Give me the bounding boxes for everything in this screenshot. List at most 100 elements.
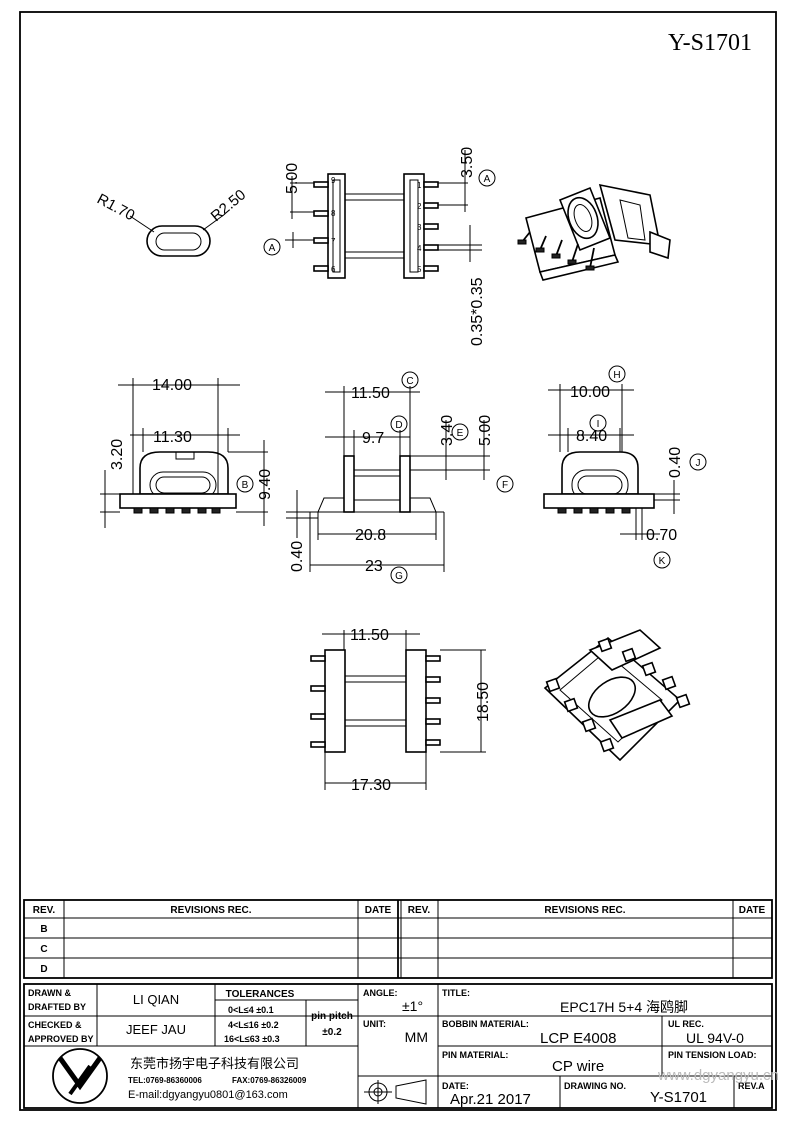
- pin-pitch-value: ±0.2: [322, 1027, 342, 1038]
- label-c: C: [406, 376, 413, 387]
- company-fax: FAX:0769-86326009: [232, 1076, 307, 1085]
- label-i: I: [597, 419, 600, 430]
- projection-symbol-icon: [364, 1079, 427, 1105]
- pin-7: 7: [331, 237, 336, 246]
- dim-top-5-00: 5.00: [284, 163, 301, 194]
- rev-label: REV.A: [738, 1081, 765, 1091]
- label-a-left: A: [269, 243, 276, 254]
- tolerance-1: 0<L≤4 ±0.1: [228, 1005, 274, 1015]
- dim-side-0-40: 0.40: [289, 541, 306, 572]
- revision-table: REV. REVISIONS REC. DATE REV. REVISIONS …: [23, 899, 773, 979]
- side-view: 11.50 9.7 3.40 5.00 20.8 23 0.40: [286, 385, 494, 575]
- drawing-code: Y-S1701: [668, 30, 752, 56]
- company-name: 东莞市扬宇电子科技有限公司: [130, 1056, 299, 1071]
- dim-bottom-17-30: 17.30: [351, 777, 391, 794]
- pin-material-value: CP wire: [552, 1058, 604, 1075]
- dim-side-20-8: 20.8: [355, 527, 386, 544]
- title-label: TITLE:: [442, 988, 470, 998]
- pin-5: 5: [417, 265, 422, 274]
- drawn-value: LI QIAN: [133, 992, 179, 1007]
- unit-label: UNIT:: [363, 1019, 386, 1029]
- tolerances-label: TOLERANCES: [226, 989, 295, 1000]
- iso-view-2: [543, 629, 691, 762]
- oval-radius-inner: R1.70: [94, 191, 137, 225]
- angle-label: ANGLE:: [363, 988, 398, 998]
- label-h: H: [613, 370, 620, 381]
- pin-3: 3: [417, 223, 422, 232]
- checked-label-1: CHECKED &: [28, 1020, 82, 1030]
- angle-value: ±1°: [402, 998, 423, 1014]
- bobbin-label: BOBBIN MATERIAL:: [442, 1019, 529, 1029]
- drawn-label-1: DRAWN &: [28, 988, 71, 998]
- watermark: www.dgyangyu.cn: [657, 1067, 779, 1084]
- top-pin-view: 9 8 7 6 1 2 3 4 5 5.00 3.50 0.35*0.35: [284, 147, 486, 346]
- label-f: F: [502, 480, 508, 491]
- dim-top-3-50: 3.50: [459, 147, 476, 178]
- date-value: Apr.21 2017: [450, 1091, 531, 1108]
- front-view: 14.00 11.30 3.20 9.40: [100, 377, 274, 528]
- tolerance-2: 4<L≤16 ±0.2: [228, 1020, 279, 1030]
- pin-tension-label: PIN TENSION LOAD:: [668, 1050, 757, 1060]
- dim-right-8-40: 8.40: [576, 428, 607, 445]
- dim-side-23: 23: [365, 558, 383, 575]
- dim-front-14-00: 14.00: [152, 377, 192, 394]
- dim-right-10-00: 10.00: [570, 384, 610, 401]
- circle-labels: A A B C D E F G H I J K: [236, 169, 707, 584]
- label-a-right: A: [484, 174, 491, 185]
- dim-side-11-50: 11.50: [351, 385, 390, 402]
- pin-8: 8: [331, 209, 336, 218]
- drawn-label-2: DRAFTED BY: [28, 1002, 86, 1012]
- ul-label: UL REC.: [668, 1019, 704, 1029]
- label-e: E: [457, 428, 464, 439]
- oval-view: R1.70 R2.50: [94, 186, 250, 257]
- dim-side-9-7: 9.7: [362, 430, 384, 447]
- rev-row-c: C: [40, 944, 47, 955]
- right-view: 10.00 8.40 0.40 0.70: [543, 384, 684, 544]
- label-b: B: [242, 480, 249, 491]
- rev-header-right: REV.: [408, 905, 431, 916]
- bottom-view: 11.50 18.50 17.30: [310, 627, 492, 794]
- checked-label-2: APPROVED BY: [28, 1034, 94, 1044]
- tolerance-3: 16<L≤63 ±0.3: [224, 1034, 280, 1044]
- sheet-border: [19, 11, 777, 1111]
- ul-value: UL 94V-0: [686, 1030, 744, 1046]
- dim-bottom-11-50: 11.50: [350, 627, 389, 644]
- dim-front-11-30: 11.30: [153, 429, 192, 446]
- company-logo: [52, 1048, 108, 1104]
- rev-row-d: D: [40, 964, 47, 975]
- unit-value: MM: [405, 1029, 428, 1045]
- drawing-no-value: Y-S1701: [650, 1089, 707, 1106]
- pin-9: 9: [331, 176, 336, 185]
- pin-2: 2: [417, 202, 422, 211]
- revisions-header-left: REVISIONS REC.: [170, 905, 251, 916]
- date-header-right: DATE: [739, 905, 766, 916]
- checked-value: JEEF JAU: [126, 1022, 186, 1037]
- label-g: G: [395, 571, 403, 582]
- oval-radius-outer: R2.50: [208, 186, 250, 225]
- dim-side-5-00: 5.00: [477, 415, 494, 446]
- dim-side-3-40: 3.40: [439, 415, 456, 446]
- drawing-no-label: DRAWING NO.: [564, 1081, 626, 1091]
- company-email: E-mail:dgyangyu0801@163.com: [128, 1089, 288, 1101]
- company-tel: TEL:0769-86360006: [128, 1076, 202, 1085]
- pin-1: 1: [417, 181, 422, 190]
- dim-front-3-20: 3.20: [109, 439, 126, 470]
- bobbin-value: LCP E4008: [540, 1030, 616, 1047]
- iso-view-1: [517, 183, 671, 281]
- title-value: EPC17H 5+4 海鸥脚: [560, 999, 688, 1015]
- rev-header-left: REV.: [33, 905, 56, 916]
- label-d: D: [395, 420, 402, 431]
- dim-bottom-18-50: 18.50: [475, 682, 492, 722]
- label-j: J: [696, 458, 701, 469]
- date-header-left: DATE: [365, 905, 392, 916]
- revisions-header-right: REVISIONS REC.: [544, 905, 625, 916]
- dim-top-pin-size: 0.35*0.35: [469, 277, 486, 346]
- dim-right-0-70: 0.70: [646, 527, 677, 544]
- pin-4: 4: [417, 244, 422, 253]
- rev-row-b: B: [40, 924, 47, 935]
- date-label: DATE:: [442, 1081, 469, 1091]
- dim-right-0-40: 0.40: [667, 447, 684, 478]
- label-k: K: [659, 556, 666, 567]
